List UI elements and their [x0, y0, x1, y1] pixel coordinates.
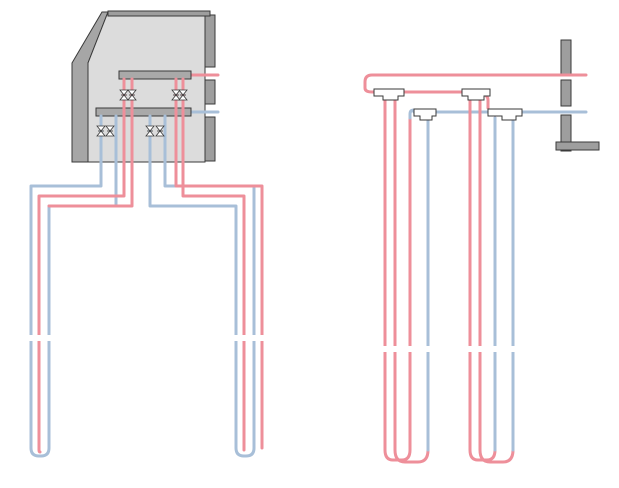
break-marks	[25, 335, 268, 341]
break-marks	[378, 346, 521, 352]
manifold-distribution-diagram	[25, 10, 268, 458]
valve-icon	[145, 125, 155, 137]
manifold-cabinet	[71, 10, 211, 163]
wall-segment	[204, 116, 216, 162]
cabinet-body	[87, 11, 206, 163]
break-mark	[230, 335, 268, 341]
valve-icon	[178, 89, 188, 101]
tee-distribution-diagram	[363, 39, 600, 464]
tee-fittings	[373, 88, 523, 121]
break-mark	[25, 335, 55, 341]
tee-fitting	[373, 88, 405, 101]
tee-fitting	[413, 108, 437, 121]
supply-loop-pipe	[468, 95, 497, 462]
valve-icon	[127, 89, 137, 101]
supply-loop-pipe	[37, 77, 126, 454]
supply-manifold	[118, 70, 192, 80]
supply-loop-pipe	[174, 77, 264, 450]
return-loop-pipe	[148, 114, 256, 458]
valve-icon	[96, 125, 106, 137]
break-mark	[463, 346, 521, 352]
left-wall	[204, 14, 216, 162]
return-loop-pipe	[408, 108, 416, 120]
cabinet-top-bar	[107, 10, 211, 17]
heating-loops	[29, 77, 264, 458]
supply-loop-pipe	[383, 95, 412, 462]
valve-icon	[119, 89, 129, 101]
floor-slab	[555, 141, 600, 151]
supply-loop-pipe	[47, 77, 134, 208]
return-loop-pipe	[29, 114, 118, 458]
supply-loop-pipe	[181, 77, 246, 452]
wall-segment	[560, 114, 572, 152]
wall-segment	[560, 79, 572, 107]
wall-segment	[204, 79, 216, 105]
tee-fitting	[487, 108, 523, 121]
valves	[96, 89, 188, 137]
valve-icon	[105, 125, 115, 137]
tee-fitting	[461, 88, 491, 101]
heating-loops	[383, 95, 515, 464]
right-wall	[555, 39, 600, 152]
wall-segment	[204, 14, 216, 68]
valve-icon	[171, 89, 181, 101]
wall-segment	[560, 39, 572, 77]
supply-loop-pipe	[478, 95, 515, 464]
supply-loop-pipe	[393, 95, 430, 464]
valve-icon	[155, 125, 165, 137]
break-mark	[378, 346, 436, 352]
return-manifold	[95, 107, 192, 117]
